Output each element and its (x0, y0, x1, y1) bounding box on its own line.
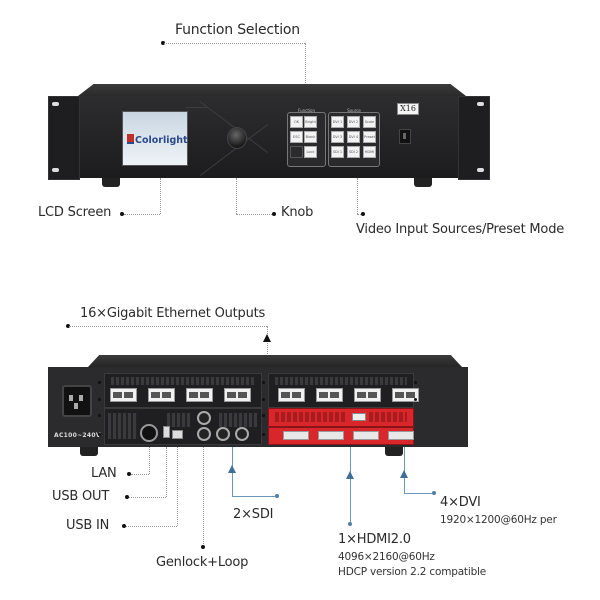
sdi-port-2[interactable] (235, 427, 249, 441)
lcd-brand-text: Colorlight (135, 135, 188, 146)
callout-dot (120, 212, 124, 216)
ethernet-port-pair[interactable] (392, 388, 419, 402)
lcd-screen: Colorlight (122, 111, 188, 166)
device-foot (80, 447, 98, 456)
key-scale[interactable]: Scale (363, 116, 376, 128)
arrow-up-icon (263, 334, 271, 342)
callout-dot (361, 212, 365, 216)
dvi-port-3[interactable] (353, 431, 379, 440)
hdmi-label: 1×HDMI2.0 (338, 532, 411, 547)
lan-port[interactable] (140, 424, 158, 442)
key-dvi2[interactable]: DVI 2 (347, 116, 360, 128)
callout-line (164, 43, 305, 44)
dvi-port-4[interactable] (388, 431, 414, 440)
ethernet-port-pair[interactable] (354, 388, 381, 402)
usb-in-label: USB IN (66, 518, 110, 533)
hdmi-resolution: 4096×2160@60Hz (338, 551, 435, 563)
arrow-up-icon (228, 465, 236, 473)
key-preset[interactable]: Preset (363, 131, 376, 143)
function-keypad: Function OK Bright ESC Blank Lock (287, 108, 326, 167)
ethernet-port-pair[interactable] (224, 388, 251, 402)
source-keypad-title: Source (347, 108, 361, 113)
key-esc[interactable]: ESC (290, 131, 303, 143)
rack-ear-left (48, 96, 80, 180)
usb-in-port[interactable] (172, 430, 183, 439)
callout-dot (275, 494, 279, 498)
ethernet-port-pair[interactable] (148, 388, 175, 402)
hdmi-port[interactable] (352, 413, 366, 421)
colorlight-logo: Colorlight (127, 134, 188, 146)
function-selection-label: Function Selection (175, 22, 300, 38)
ethernet-port-pair[interactable] (186, 388, 213, 402)
callout-dot (272, 212, 276, 216)
dvi-port-2[interactable] (318, 431, 344, 440)
callout-dot (66, 324, 70, 328)
device-foot (414, 178, 432, 187)
key-dvi1[interactable]: DVI 1 (331, 116, 344, 128)
knob[interactable] (227, 127, 247, 149)
ethernet-port-pair[interactable] (110, 388, 137, 402)
genlock-loop-port[interactable] (197, 427, 211, 441)
callout-dot (161, 41, 165, 45)
key-sdi1[interactable]: SDI 1 (331, 146, 344, 158)
ethernet-outputs-label: 16×Gigabit Ethernet Outputs (80, 306, 266, 321)
callout-dot (127, 472, 131, 476)
ethernet-port-pair[interactable] (316, 388, 343, 402)
device-top (88, 355, 462, 367)
device-front-panel (48, 96, 488, 178)
callout-dot (348, 522, 352, 526)
ac-voltage-label: AC100~240V (54, 432, 101, 439)
key-dvi4[interactable]: DVI 4 (347, 131, 360, 143)
key-empty (290, 146, 303, 158)
device-foot (385, 447, 403, 456)
genlock-in-port[interactable] (197, 411, 211, 425)
dvi-resolution: 1920×1200@60Hz per (440, 514, 557, 526)
sdi-label: 2×SDI (233, 507, 274, 522)
callout-dot (201, 545, 205, 549)
key-ok[interactable]: OK (290, 116, 303, 128)
colorlight-logo-icon (127, 134, 134, 144)
callout-line (305, 43, 306, 113)
dvi-label: 4×DVI (440, 495, 481, 510)
control-card (104, 408, 262, 445)
video-input-label: Video Input Sources/Preset Mode (356, 222, 565, 237)
model-badge: X16 (397, 103, 419, 115)
hdmi-hdcp: HDCP version 2.2 compatible (338, 566, 487, 578)
arrow-up-icon (346, 471, 354, 479)
key-hdmi[interactable]: HDMI (363, 146, 376, 158)
ethernet-port-pair[interactable] (278, 388, 305, 402)
lcd-screen-label: LCD Screen (38, 205, 112, 220)
lan-label: LAN (91, 466, 117, 481)
function-keypad-title: Function (297, 108, 315, 113)
key-dvi3[interactable]: DVI 3 (331, 131, 344, 143)
device-foot (102, 178, 120, 187)
source-keypad: Source DVI 1 DVI 2 Scale DVI 3 DVI 4 Pre… (328, 108, 380, 167)
key-blank[interactable]: Blank (304, 131, 317, 143)
usb-out-port[interactable] (163, 426, 170, 438)
key-bright[interactable]: Bright (304, 116, 317, 128)
usb-out-label: USB OUT (52, 489, 110, 504)
callout-dot (125, 495, 129, 499)
key-sdi2[interactable]: SDI 2 (347, 146, 360, 158)
dvi-port-1[interactable] (283, 431, 309, 440)
key-lock[interactable]: Lock (304, 146, 317, 158)
knob-label: Knob (281, 205, 314, 220)
ac-power-inlet[interactable] (62, 385, 92, 417)
rack-ear-right (458, 96, 490, 180)
callout-dot (122, 524, 126, 528)
callout-dot (432, 491, 436, 495)
hdmi-input-card (268, 408, 414, 427)
genlock-loop-label: Genlock+Loop (156, 555, 249, 570)
device-top (78, 84, 466, 96)
arrow-up-icon (400, 470, 408, 478)
sdi-port-1[interactable] (216, 427, 230, 441)
power-switch[interactable] (399, 129, 411, 144)
